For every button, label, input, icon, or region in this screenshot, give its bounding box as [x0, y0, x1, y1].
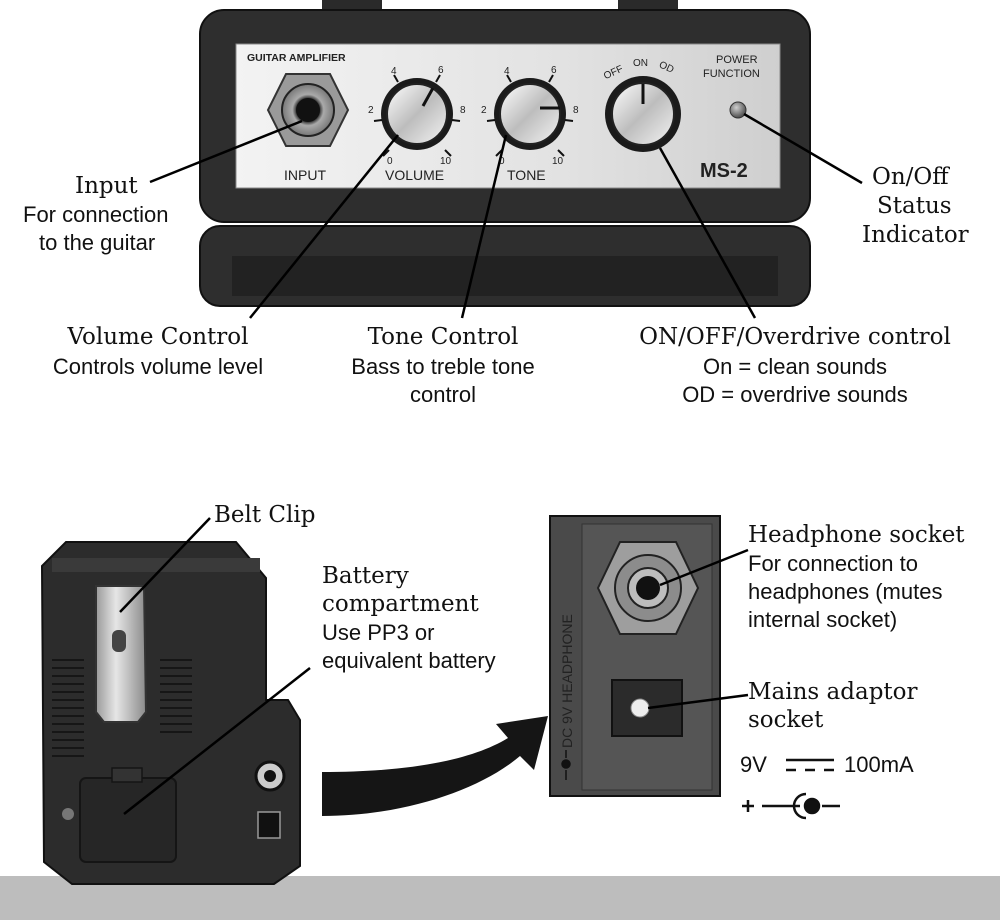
- vol-tick-4: 4: [391, 66, 397, 77]
- headphone-line-1: For connection to: [748, 551, 918, 576]
- status-led: [729, 101, 747, 119]
- belt-clip: [95, 585, 148, 723]
- headphone-line-3: internal socket): [748, 607, 897, 632]
- tone-tick-10: 10: [552, 156, 564, 167]
- side-vertical-label: DC 9V HEADPHONE: [559, 614, 575, 748]
- mains-title-2: socket: [748, 707, 824, 733]
- vol-tick-2: 2: [368, 105, 374, 116]
- switch-on-label: ON: [633, 58, 648, 69]
- headphone-title: Headphone socket: [748, 522, 965, 548]
- mains-current: 100mA: [844, 752, 914, 777]
- battery-title-1: Battery: [322, 563, 409, 589]
- power-label-1: POWER: [716, 54, 758, 66]
- polarity-symbol-icon: [742, 792, 840, 820]
- mains-voltage: 9V: [740, 752, 767, 777]
- switch-line-1: On = clean sounds: [703, 354, 887, 379]
- tone-tick-6: 6: [551, 65, 557, 76]
- vol-tick-10: 10: [440, 156, 452, 167]
- tone-line-1: Bass to treble tone: [351, 354, 534, 379]
- belt-callout-line: [119, 517, 211, 613]
- tone-line-2: control: [410, 382, 476, 407]
- back-dc-socket: [257, 811, 281, 839]
- input-line-1: For connection: [23, 202, 169, 227]
- function-switch-knob: [605, 76, 681, 152]
- vol-tick-6: 6: [438, 65, 444, 76]
- dc-symbol-icon: [786, 758, 834, 772]
- battery-line-1: Use PP3 or: [322, 620, 435, 645]
- volume-line-1: Controls volume level: [53, 354, 263, 379]
- mains-title-1: Mains adaptor: [748, 679, 918, 705]
- model-label: MS-2: [700, 160, 748, 182]
- tone-knob: [486, 74, 574, 157]
- status-line-2: Status: [877, 193, 952, 219]
- bottom-callout-lines: [119, 517, 749, 815]
- tone-tick-8: 8: [573, 105, 579, 116]
- switch-callout-line: [658, 147, 757, 319]
- vol-tick-8: 8: [460, 105, 466, 116]
- volume-knob: [373, 74, 461, 157]
- input-jack: [266, 73, 350, 147]
- status-line-1: On/Off: [872, 164, 950, 190]
- tone-tick-0: 0: [499, 156, 505, 167]
- battery-compartment-cover: [79, 777, 177, 863]
- amp-front: GUITAR AMPLIFIER INPUT 0 2 4 6 8 10 VOLU…: [199, 0, 811, 307]
- input-title: Input: [75, 173, 138, 199]
- side-panel-closeup: DC 9V HEADPHONE: [549, 515, 721, 797]
- tone-callout-line: [460, 134, 508, 319]
- panel-polarity-icon: [561, 750, 571, 780]
- headphone-line-2: headphones (mutes: [748, 579, 942, 604]
- zoom-arrow: [322, 716, 548, 816]
- battery-title-2: compartment: [322, 591, 479, 617]
- belt-title: Belt Clip: [214, 502, 315, 528]
- switch-title: ON/OFF/Overdrive control: [639, 324, 951, 350]
- mains-callout-line: [647, 693, 749, 710]
- dc-adaptor-socket: [611, 679, 683, 737]
- amp-grille: [232, 256, 778, 296]
- input-label: INPUT: [284, 167, 326, 183]
- battery-callout-line: [123, 667, 311, 815]
- volume-callout-line: [249, 134, 399, 319]
- headphone-callout-line: [659, 548, 749, 587]
- input-callout-line: [149, 119, 303, 184]
- tone-title: Tone Control: [368, 324, 519, 350]
- tone-label: TONE: [507, 167, 546, 183]
- amp-back-view: [40, 541, 301, 885]
- brand-label: GUITAR AMPLIFIER: [247, 52, 346, 64]
- tone-tick-2: 2: [481, 105, 487, 116]
- tone-tick-4: 4: [504, 66, 510, 77]
- headphone-socket: [596, 541, 700, 635]
- status-callout-line: [743, 112, 863, 185]
- volume-label: VOLUME: [385, 167, 444, 183]
- vol-tick-0: 0: [387, 156, 393, 167]
- status-line-3: Indicator: [862, 222, 969, 248]
- input-line-2: to the guitar: [39, 230, 155, 255]
- power-label-2: FUNCTION: [703, 68, 760, 80]
- battery-line-2: equivalent battery: [322, 648, 496, 673]
- volume-title: Volume Control: [67, 324, 249, 350]
- switch-line-2: OD = overdrive sounds: [682, 382, 908, 407]
- top-callout-lines: [149, 112, 863, 319]
